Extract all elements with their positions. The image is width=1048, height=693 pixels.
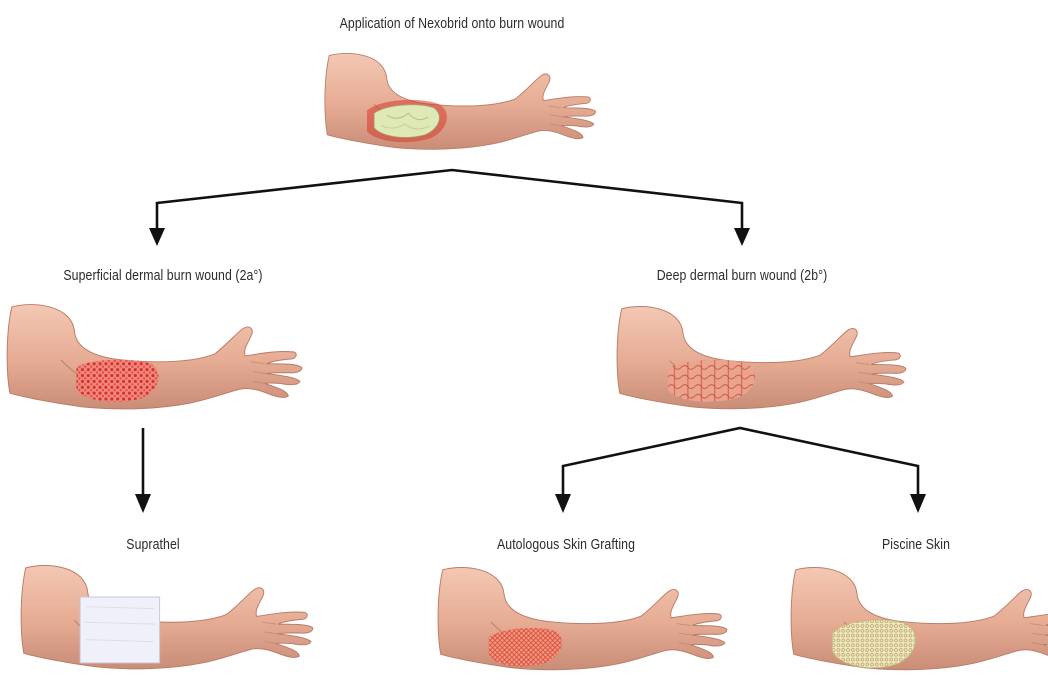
skin-graft-arm-illustration: [438, 568, 727, 670]
superficial-wound-arm-illustration: [7, 305, 302, 409]
connector-lines: [143, 170, 918, 496]
nexobrid-gel: [374, 105, 439, 138]
arrowhead-deep: [734, 228, 750, 246]
arrowhead-suprathel: [135, 494, 151, 513]
arrowhead-piscine-skin: [910, 494, 926, 513]
fish-skin-graft: [832, 620, 915, 668]
deep-wound-area: [668, 360, 755, 402]
suprathel-arm-illustration: [21, 566, 313, 669]
root-branch-connector: [157, 170, 742, 228]
piscine-skin-arm-illustration: [791, 568, 1048, 670]
superficial-wound-area: [77, 360, 159, 402]
deep-wound-arm-illustration: [617, 307, 906, 409]
deep-branch-connector: [563, 428, 918, 496]
root-arm-illustration: [325, 53, 596, 149]
arrowhead-superficial: [149, 228, 165, 246]
arrowhead-skin-grafting: [555, 494, 571, 513]
